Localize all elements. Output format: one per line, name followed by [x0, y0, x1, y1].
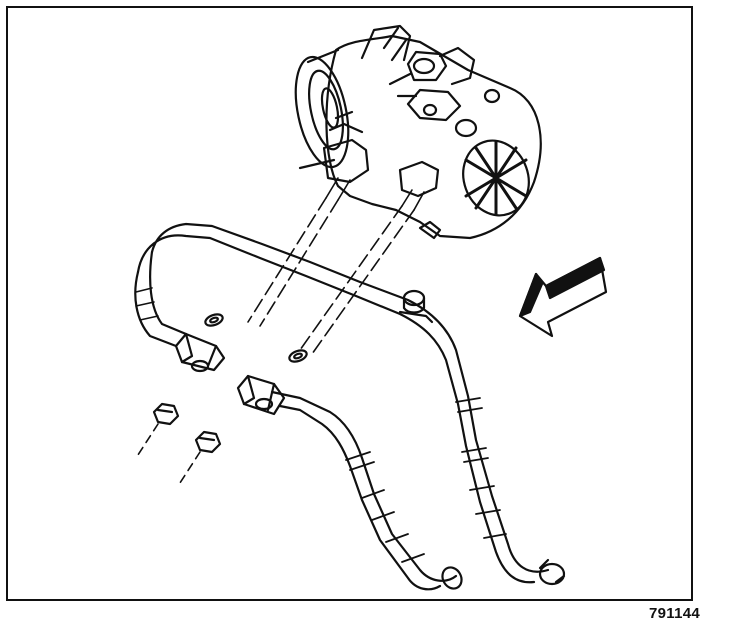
manifold-fitting — [174, 332, 286, 416]
front-direction-arrow — [518, 256, 608, 338]
figure-number: 791144 — [648, 605, 700, 622]
hose-main-end — [538, 562, 566, 586]
hose-left-leg — [134, 250, 188, 348]
hose-main-tube — [136, 222, 550, 584]
service-port — [398, 289, 434, 324]
compressor-manifold-block — [322, 110, 442, 240]
figure-border — [6, 6, 693, 601]
manifold-seal-washers — [204, 313, 308, 363]
suction-discharge-hose-assembly — [134, 222, 566, 591]
compressor-clutch-pulley — [294, 48, 350, 170]
mounting-studs — [247, 177, 425, 355]
hose-lower-end — [441, 566, 463, 590]
hose-lower-tube — [270, 390, 458, 591]
ac-compressor — [294, 24, 542, 240]
retaining-nuts — [135, 402, 222, 487]
compressor-top-fittings — [360, 24, 476, 122]
compressor-rear-cover — [462, 139, 530, 217]
